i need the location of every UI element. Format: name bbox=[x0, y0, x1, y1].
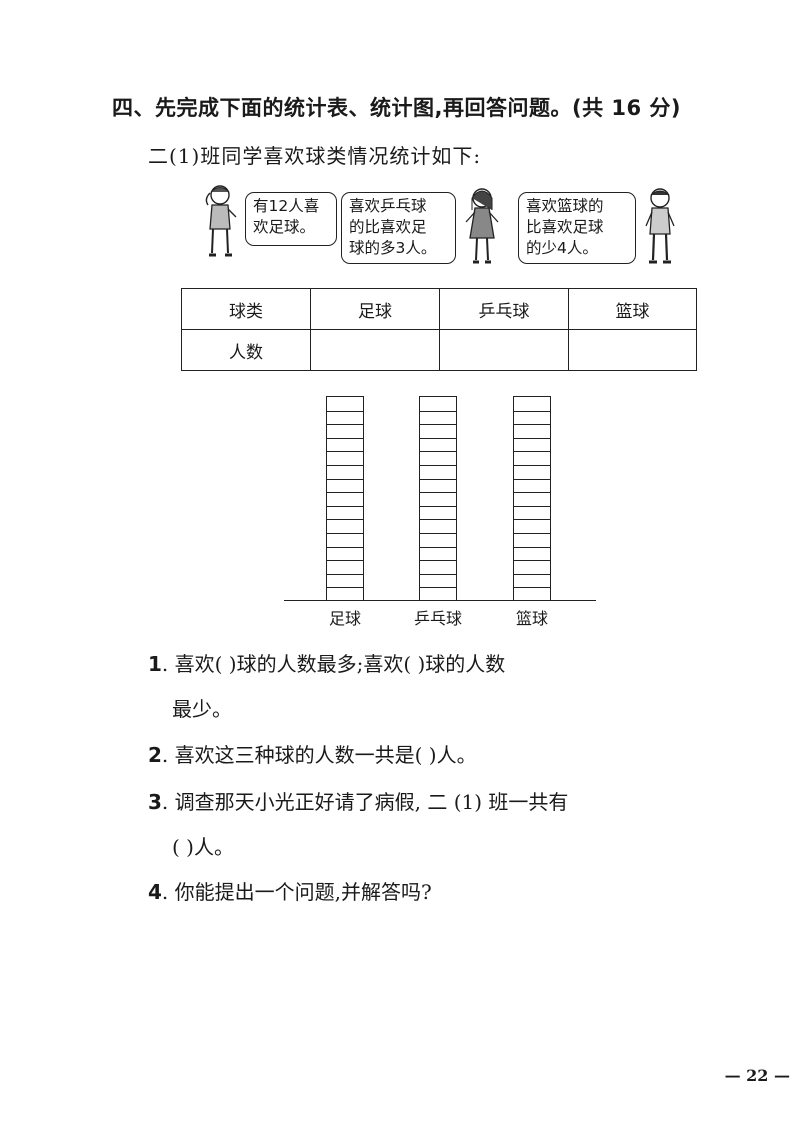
grid-cell-line bbox=[514, 437, 550, 439]
grid-cell-line bbox=[514, 478, 550, 480]
grid-cell-line bbox=[514, 451, 550, 453]
grid-cell-line bbox=[420, 573, 456, 575]
grid-cell-line bbox=[327, 533, 363, 534]
grid-cell-line bbox=[420, 424, 456, 426]
grid-cell-line bbox=[327, 505, 363, 507]
grid-cell-line bbox=[420, 437, 456, 439]
table-header-cell: 足球 bbox=[310, 288, 440, 330]
grid-cell-line bbox=[420, 533, 456, 534]
bar-column-grid[interactable] bbox=[513, 396, 551, 600]
grid-cell-line bbox=[514, 533, 550, 534]
bubble-1-line: 欢足球。 bbox=[253, 218, 316, 236]
grid-cell-line bbox=[420, 451, 456, 453]
grid-cell-line bbox=[514, 519, 550, 521]
grid-cell-line bbox=[327, 587, 363, 589]
grid-cell-line bbox=[327, 410, 363, 412]
question-number: 3 bbox=[148, 790, 162, 814]
grid-cell-line bbox=[514, 560, 550, 562]
grid-cell-line bbox=[327, 478, 363, 480]
grid-cell-line bbox=[420, 560, 456, 562]
question-1-continued: 最少。 bbox=[172, 697, 232, 721]
grid-cell-line bbox=[514, 505, 550, 507]
grid-cell-line bbox=[420, 478, 456, 480]
grid-cell-line bbox=[420, 587, 456, 589]
answer-cell-basketball[interactable] bbox=[568, 329, 697, 371]
grid-cell-line bbox=[420, 546, 456, 548]
grid-cell-line bbox=[514, 410, 550, 412]
question-3-continued: ( )人。 bbox=[172, 835, 234, 859]
intro-text: 二(1)班同学喜欢球类情况统计如下: bbox=[148, 144, 482, 168]
table-row: 人数 bbox=[181, 329, 697, 371]
bar-column-grid[interactable] bbox=[326, 396, 364, 600]
grid-cell-line bbox=[514, 546, 550, 548]
table-header-row: 球类 足球 乒乓球 篮球 bbox=[181, 288, 697, 330]
question-text: . 喜欢这三种球的人数一共是( )人。 bbox=[161, 743, 477, 767]
grid-cell-line bbox=[327, 519, 363, 521]
question-number: 1 bbox=[148, 652, 162, 676]
bubble-2-line: 喜欢乒乓球 bbox=[349, 197, 427, 215]
grid-cell-line bbox=[327, 451, 363, 453]
page-number: — 22 — bbox=[724, 1066, 790, 1085]
question-4: 4. 你能提出一个问题,并解答吗? bbox=[148, 876, 432, 905]
table-header-cell: 篮球 bbox=[568, 288, 697, 330]
speech-bubble-3: 喜欢篮球的 比喜欢足球 的少4人。 bbox=[518, 192, 636, 264]
grid-cell-line bbox=[514, 573, 550, 575]
grid-cell-line bbox=[514, 492, 550, 494]
bubble-1-line: 有12人喜 bbox=[253, 197, 320, 215]
question-2: 2. 喜欢这三种球的人数一共是( )人。 bbox=[148, 739, 477, 768]
question-text: . 喜欢( )球的人数最多;喜欢( )球的人数 bbox=[161, 652, 506, 676]
answer-cell-pingpong[interactable] bbox=[439, 329, 569, 371]
grid-cell-line bbox=[420, 519, 456, 521]
x-label-pingpong: 乒乓球 bbox=[413, 609, 463, 628]
girl-left-icon bbox=[205, 185, 237, 257]
x-label-football: 足球 bbox=[328, 609, 362, 628]
grid-cell-line bbox=[327, 573, 363, 575]
question-1: 1. 喜欢( )球的人数最多;喜欢( )球的人数 bbox=[148, 648, 505, 677]
grid-cell-line bbox=[327, 424, 363, 426]
question-text: . 你能提出一个问题,并解答吗? bbox=[161, 880, 432, 904]
grid-cell-line bbox=[514, 424, 550, 426]
question-number: 4 bbox=[148, 880, 162, 904]
grid-cell-line bbox=[420, 410, 456, 412]
bubble-3-line: 的少4人。 bbox=[526, 239, 598, 257]
stats-table: 球类 足球 乒乓球 篮球 人数 bbox=[181, 288, 697, 371]
question-number: 2 bbox=[148, 743, 162, 767]
x-label-basketball: 篮球 bbox=[515, 609, 549, 628]
table-header-cell: 球类 bbox=[181, 288, 311, 330]
grid-cell-line bbox=[327, 560, 363, 562]
girl-middle-icon bbox=[465, 188, 499, 264]
grid-cell-line bbox=[327, 437, 363, 439]
bubble-2-line: 的比喜欢足 bbox=[349, 218, 427, 236]
table-header-cell: 乒乓球 bbox=[439, 288, 569, 330]
bubble-3-line: 比喜欢足球 bbox=[526, 218, 604, 236]
chart-baseline bbox=[284, 600, 596, 601]
bubble-2-line: 球的多3人。 bbox=[349, 239, 437, 257]
speech-bubble-1: 有12人喜 欢足球。 bbox=[245, 192, 337, 246]
grid-cell-line bbox=[420, 505, 456, 507]
grid-cell-line bbox=[514, 587, 550, 589]
grid-cell-line bbox=[420, 492, 456, 494]
grid-cell-line bbox=[327, 492, 363, 494]
section-title: 四、先完成下面的统计表、统计图,再回答问题。(共 16 分) bbox=[112, 96, 682, 120]
answer-cell-football[interactable] bbox=[310, 329, 440, 371]
speech-bubble-2: 喜欢乒乓球 的比喜欢足 球的多3人。 bbox=[341, 192, 456, 264]
grid-cell-line bbox=[514, 465, 550, 466]
grid-cell-line bbox=[327, 546, 363, 548]
bar-column-grid[interactable] bbox=[419, 396, 457, 600]
question-text: . 调查那天小光正好请了病假, 二 (1) 班一共有 bbox=[161, 790, 569, 814]
grid-cell-line bbox=[420, 465, 456, 466]
bubble-3-line: 喜欢篮球的 bbox=[526, 197, 604, 215]
question-3: 3. 调查那天小光正好请了病假, 二 (1) 班一共有 bbox=[148, 786, 568, 815]
table-row-label: 人数 bbox=[181, 329, 311, 371]
boy-right-icon bbox=[645, 188, 675, 264]
grid-cell-line bbox=[327, 465, 363, 466]
